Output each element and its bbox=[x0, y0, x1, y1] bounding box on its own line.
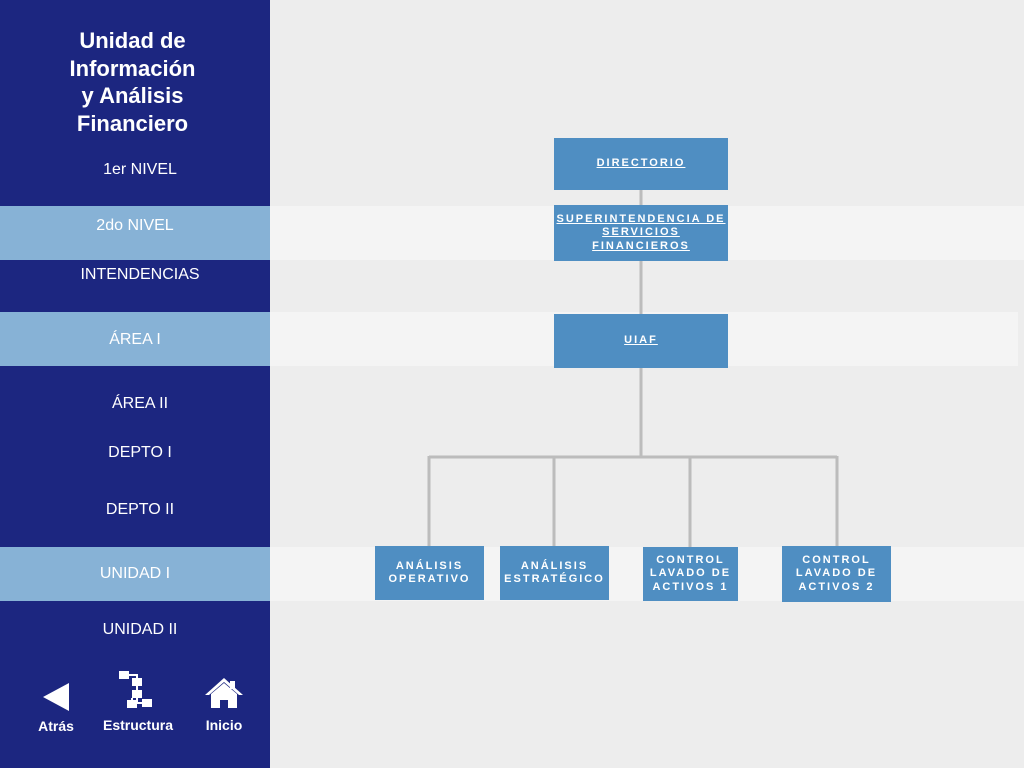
level-unidad-ii[interactable]: UNIDAD II bbox=[102, 621, 178, 638]
page-title: Unidad de Información y Análisis Financi… bbox=[0, 27, 265, 137]
title-line: Financiero bbox=[76, 110, 189, 136]
level-depto-i[interactable]: DEPTO I bbox=[108, 444, 172, 461]
node-text: ANÁLISIS bbox=[520, 559, 589, 572]
node-text: SERVICIOS FINANCIEROS bbox=[592, 226, 690, 252]
structure-label: Estructura bbox=[102, 717, 174, 733]
level-1er-nivel[interactable]: 1er NIVEL bbox=[103, 161, 177, 178]
back-triangle-icon bbox=[43, 683, 69, 711]
level-intendencias[interactable]: INTENDENCIAS bbox=[80, 266, 200, 283]
node-text: ACTIVOS 2 bbox=[798, 580, 875, 593]
node-analisis-estrategico[interactable]: ANÁLISIS ESTRATÉGICO bbox=[500, 546, 609, 600]
node-text: CONTROL bbox=[802, 553, 871, 566]
org-structure-icon bbox=[119, 671, 152, 708]
node-text: ANÁLISIS bbox=[395, 559, 464, 572]
title-line: Unidad de bbox=[79, 28, 186, 53]
back-label: Atrás bbox=[38, 718, 74, 734]
node-text: CONTROL bbox=[656, 553, 725, 566]
home-icon bbox=[205, 678, 243, 708]
node-text: OPERATIVO bbox=[388, 573, 471, 585]
node-text: LAVADO DE bbox=[649, 567, 732, 580]
home-button[interactable]: Inicio bbox=[198, 674, 250, 740]
node-text: DIRECTORIO bbox=[596, 157, 686, 170]
level-area-ii[interactable]: ÁREA II bbox=[111, 395, 169, 412]
node-text: ACTIVOS 1 bbox=[652, 580, 729, 593]
node-control-lavado-activos-2[interactable]: CONTROL LAVADO DE ACTIVOS 2 bbox=[782, 546, 891, 602]
level-2do-nivel[interactable]: 2do NIVEL bbox=[0, 206, 270, 260]
title-line: Información bbox=[69, 55, 196, 81]
home-label: Inicio bbox=[205, 717, 243, 733]
title-line: y Análisis bbox=[81, 83, 184, 108]
node-control-lavado-activos-1[interactable]: CONTROL LAVADO DE ACTIVOS 1 bbox=[643, 547, 738, 601]
node-text: LAVADO DE bbox=[795, 567, 878, 580]
node-text: SUPERINTENDENCIA DE bbox=[556, 212, 726, 225]
level-depto-ii[interactable]: DEPTO II bbox=[105, 501, 175, 518]
level-unidad-i[interactable]: UNIDAD I bbox=[0, 547, 270, 601]
structure-button[interactable]: Estructura bbox=[98, 668, 178, 738]
node-uiaf[interactable]: UIAF bbox=[554, 314, 728, 368]
node-analisis-operativo[interactable]: ANÁLISIS OPERATIVO bbox=[375, 546, 484, 600]
node-directorio[interactable]: DIRECTORIO bbox=[554, 138, 728, 190]
level-area-i[interactable]: ÁREA I bbox=[0, 312, 270, 366]
node-superintendencia[interactable]: SUPERINTENDENCIA DE SERVICIOS FINANCIERO… bbox=[554, 205, 728, 261]
sidebar: Unidad de Información y Análisis Financi… bbox=[0, 0, 270, 768]
node-text: UIAF bbox=[624, 334, 658, 347]
back-button[interactable]: Atrás bbox=[30, 680, 82, 740]
node-text: ESTRATÉGICO bbox=[504, 573, 605, 585]
